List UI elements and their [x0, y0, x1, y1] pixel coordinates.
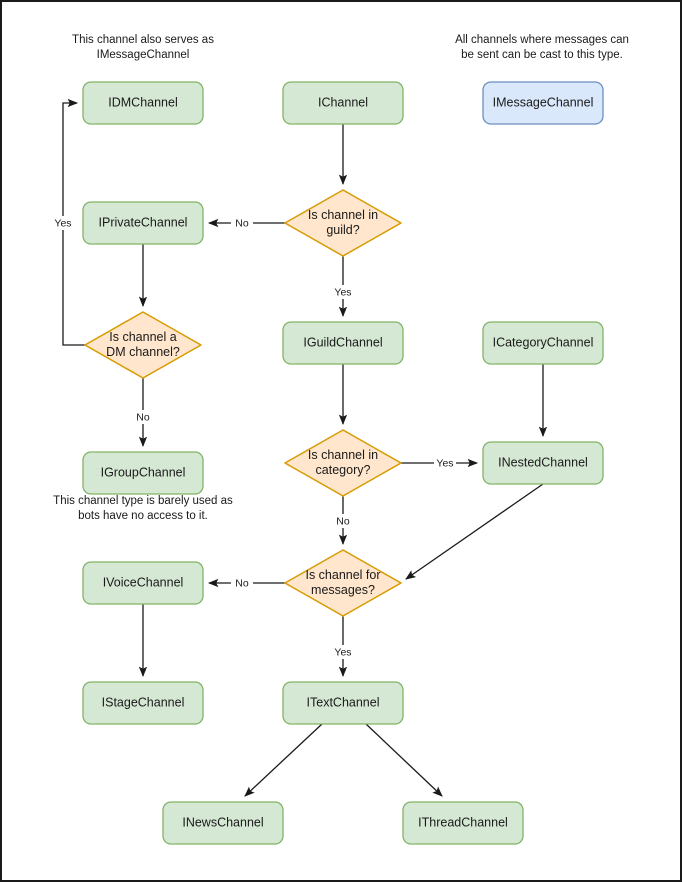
node-label: IDMChannel [108, 95, 177, 109]
edge-label: No [136, 411, 150, 423]
edge-line [244, 723, 323, 797]
edge-label: Yes [436, 457, 453, 469]
edge-label-backdrop [231, 216, 253, 230]
node-shape-rect[interactable] [82, 81, 204, 125]
node-label: Is channel in [308, 448, 378, 462]
edge-isdm-to-igroupchannel: No [132, 378, 154, 448]
node-igroupchannel[interactable]: IGroupChannel [82, 451, 204, 495]
notes-layer: This channel also serves as IMessageChann… [53, 34, 629, 522]
node-istagechannel[interactable]: IStageChannel [82, 681, 204, 725]
annotation-line: All channels where messages can [455, 34, 629, 46]
annotation-line: This channel type is barely used as [53, 495, 233, 507]
edge-iscategory-to-ismessages: No [332, 496, 354, 546]
node-label: IChannel [318, 95, 368, 109]
node-shape-rect[interactable] [482, 441, 604, 485]
node-label: ITextChannel [307, 695, 380, 709]
edge-label-backdrop [231, 576, 253, 590]
node-shape-diamond[interactable] [284, 189, 402, 257]
edge-ismessages-to-ivoicechannel: No [207, 576, 285, 590]
edge-label: No [336, 515, 350, 527]
edge-label: Yes [54, 217, 71, 229]
node-label: DM channel? [106, 345, 180, 359]
edge-itextchannel-to-inewschannel [244, 723, 323, 797]
edge-label-backdrop [332, 285, 354, 299]
edge-label-backdrop [52, 216, 74, 230]
edge-label: Yes [334, 646, 351, 658]
annotation-note-group: This channel type is barely used as bots … [53, 495, 233, 522]
node-iguildchannel[interactable]: IGuildChannel [282, 321, 404, 365]
edge-label-backdrop [332, 645, 354, 659]
annotation-line: IMessageChannel [97, 49, 190, 61]
node-label: ICategoryChannel [493, 335, 594, 349]
edge-label: No [235, 577, 249, 589]
node-label: Is channel in [308, 208, 378, 222]
node-itextchannel[interactable]: ITextChannel [282, 681, 404, 725]
edge-label-backdrop [132, 410, 154, 424]
edge-label: Yes [334, 286, 351, 298]
edge-isguild-to-iguildchannel: Yes [332, 256, 354, 318]
annotation-line: This channel also serves as [72, 34, 214, 46]
node-shape-rect[interactable] [482, 81, 604, 125]
node-shape-rect[interactable] [282, 681, 404, 725]
node-shape-rect[interactable] [282, 321, 404, 365]
node-inewschannel[interactable]: INewsChannel [162, 801, 284, 845]
node-shape-rect[interactable] [282, 81, 404, 125]
node-label: INestedChannel [498, 455, 588, 469]
edge-inestedchannel-to-ismessages [405, 483, 544, 580]
node-inestedchannel[interactable]: INestedChannel [482, 441, 604, 485]
node-shape-rect[interactable] [482, 321, 604, 365]
node-label: messages? [311, 583, 375, 597]
node-label: IStageChannel [102, 695, 185, 709]
node-label: IThreadChannel [418, 815, 508, 829]
edge-ismessages-to-itextchannel: Yes [332, 616, 354, 678]
node-idmchannel[interactable]: IDMChannel [82, 81, 204, 125]
node-iprivatechannel[interactable]: IPrivateChannel [82, 201, 204, 245]
node-shape-rect[interactable] [402, 801, 524, 845]
node-imessagechannel[interactable]: IMessageChannel [482, 81, 604, 125]
node-icategorychannel[interactable]: ICategoryChannel [482, 321, 604, 365]
node-shape-diamond[interactable] [284, 549, 402, 617]
edge-isguild-to-iprivatechannel: No [207, 216, 285, 230]
edge-label-backdrop [332, 514, 354, 528]
edge-line [365, 723, 443, 797]
node-isdm[interactable]: Is channel aDM channel? [84, 311, 202, 379]
node-shape-rect[interactable] [82, 681, 204, 725]
node-ichannel[interactable]: IChannel [282, 81, 404, 125]
node-shape-diamond[interactable] [84, 311, 202, 379]
node-label: Is channel for [305, 568, 380, 582]
annotation-note-message: All channels where messages can be sent c… [455, 34, 629, 61]
node-label: guild? [326, 223, 359, 237]
annotation-line: be sent can be cast to this type. [461, 49, 623, 61]
node-label: INewsChannel [182, 815, 263, 829]
node-label: IGroupChannel [101, 465, 186, 479]
node-label: IVoiceChannel [103, 575, 184, 589]
node-label: category? [316, 463, 371, 477]
nodes-layer: IDMChannel IChannel IMessageChannelIPrivat… [82, 81, 604, 845]
node-shape-rect[interactable] [82, 201, 204, 245]
node-ithreadchannel[interactable]: IThreadChannel [402, 801, 524, 845]
node-shape-rect[interactable] [82, 561, 204, 605]
node-label: IGuildChannel [303, 335, 382, 349]
node-shape-rect[interactable] [162, 801, 284, 845]
node-shape-rect[interactable] [82, 451, 204, 495]
edge-label-backdrop [434, 456, 456, 470]
node-ivoicechannel[interactable]: IVoiceChannel [82, 561, 204, 605]
edge-line [405, 483, 544, 580]
node-shape-diamond[interactable] [284, 429, 402, 497]
annotation-note-dm: This channel also serves as IMessageChann… [72, 34, 214, 61]
node-label: IMessageChannel [493, 95, 594, 109]
edge-iscategory-to-inestedchannel: Yes [401, 456, 479, 470]
edge-isdm-to-idmchannel: Yes [52, 98, 85, 346]
edge-itextchannel-to-ithreadchannel [365, 723, 443, 797]
node-label: Is channel a [109, 330, 176, 344]
edge-label: No [235, 217, 249, 229]
annotation-line: bots have no access to it. [78, 510, 208, 522]
node-label: IPrivateChannel [99, 215, 188, 229]
